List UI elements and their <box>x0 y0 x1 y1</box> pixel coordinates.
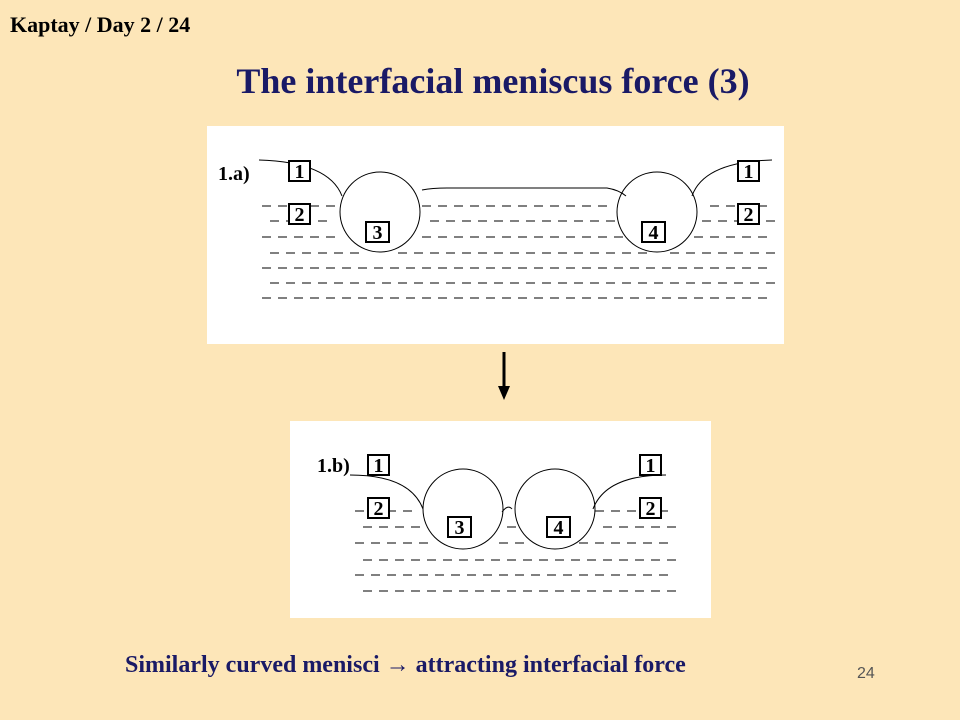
phase-2-box-right: 2 <box>737 203 760 225</box>
slide-title: The interfacial meniscus force (3) <box>236 61 750 101</box>
particle-circle-4 <box>616 171 698 253</box>
phase-1-box-right: 1 <box>639 454 662 476</box>
figure-1a-label: 1.a) <box>218 163 250 185</box>
meniscus-right-outer <box>691 159 773 197</box>
phase-2-box-right: 2 <box>639 497 662 519</box>
caption: Similarly curved menisci → attracting in… <box>125 652 686 679</box>
particle-3-box: 3 <box>447 516 472 538</box>
phase-2-box-left: 2 <box>288 203 311 225</box>
phase-1-box-left: 1 <box>367 454 390 476</box>
phase-2-box-left: 2 <box>367 497 390 519</box>
particle-3-box: 3 <box>365 221 390 243</box>
phase-1-box-right: 1 <box>737 160 760 182</box>
figure-1a-drawing <box>258 159 775 299</box>
particle-4-box: 4 <box>641 221 666 243</box>
right-arrow-icon: → <box>385 652 410 678</box>
particle-circle-3 <box>422 468 504 550</box>
slide-header: Kaptay / Day 2 / 24 <box>10 12 191 37</box>
particle-4-box: 4 <box>546 516 571 538</box>
particle-circle-3 <box>339 171 421 253</box>
meniscus-left-outer <box>258 159 343 197</box>
down-arrow-icon <box>498 352 510 400</box>
figure-1a: 1.a) 1 2 3 4 1 2 <box>207 126 784 344</box>
figure-1b-label: 1.b) <box>317 455 350 477</box>
meniscus-middle <box>501 506 513 513</box>
page-number: 24 <box>857 665 875 682</box>
meniscus-left-outer <box>349 474 424 510</box>
caption-text-2: attracting interfacial force <box>415 652 686 678</box>
caption-text-1: Similarly curved menisci <box>125 652 380 678</box>
phase-1-box-left: 1 <box>288 160 311 182</box>
figure-1b: 1.b) 1 2 3 4 1 2 <box>290 421 711 618</box>
particle-circle-4 <box>514 468 596 550</box>
meniscus-middle <box>421 187 627 197</box>
